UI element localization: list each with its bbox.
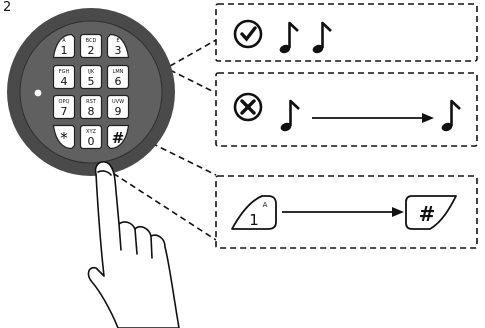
- checkmark-circle-icon: [235, 21, 261, 47]
- keypad-key-digit: 1: [61, 44, 68, 57]
- keypad-key-digit: 3: [115, 44, 122, 57]
- sequence-first-key-letters: A: [263, 201, 268, 209]
- keypad-key-digit: *: [60, 129, 68, 147]
- sequence-last-key-digit: #: [419, 202, 436, 226]
- keypad-key-digit: #: [112, 129, 125, 147]
- success-panel: [216, 4, 477, 61]
- sequence-first-key-digit: 1: [249, 211, 259, 229]
- led-indicator: [35, 90, 42, 97]
- keypad-key-digit: 6: [115, 75, 122, 88]
- error-panel: [216, 73, 477, 146]
- keypad-key-digit: 5: [88, 75, 95, 88]
- keypad-key-digit: 2: [88, 44, 95, 57]
- x-circle-icon: [235, 94, 261, 120]
- step-number: 2: [3, 0, 11, 15]
- keypad-key-digit: 7: [61, 105, 68, 118]
- keypad-key-digit: 4: [61, 75, 68, 88]
- keypad-key-digit: 0: [88, 135, 95, 148]
- sequence-panel: A 1 #: [216, 176, 477, 248]
- keypad-key-digit: 8: [88, 105, 95, 118]
- keypad-key-digit: 9: [115, 105, 122, 118]
